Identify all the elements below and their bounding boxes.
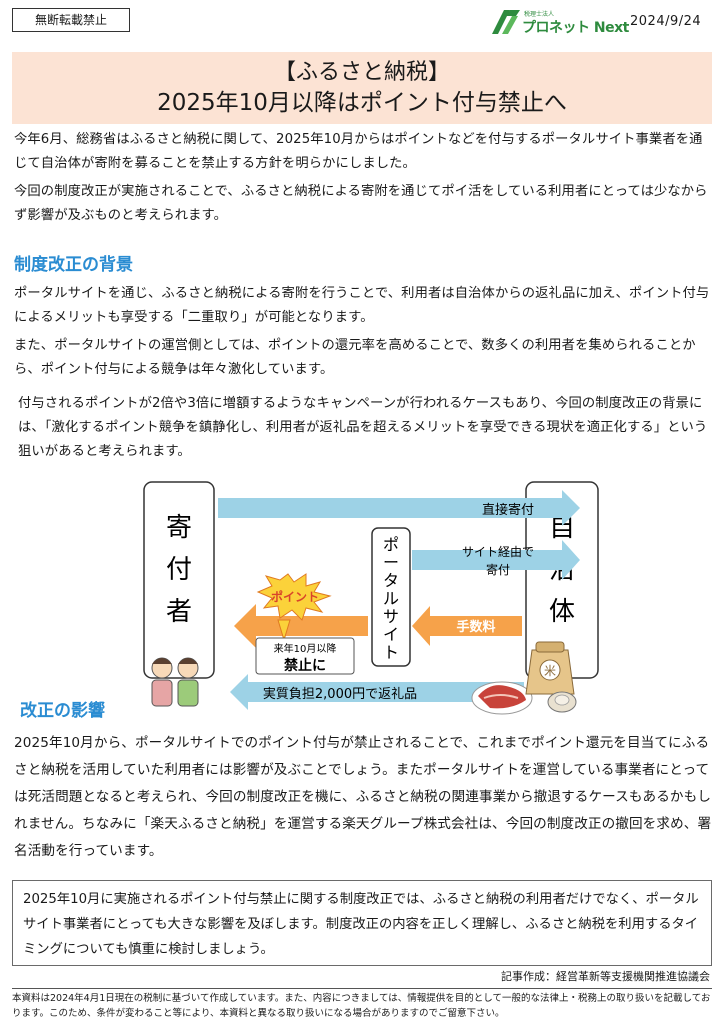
arrow-point (234, 604, 368, 648)
logo-mark-icon (492, 10, 520, 34)
portal-char: タ (383, 571, 399, 590)
no-reprint-stamp: 無断転載禁止 (12, 8, 130, 32)
title-line-2: 2025年10月以降はポイント付与禁止へ (157, 90, 567, 116)
portal-box (371, 527, 411, 667)
background-paragraph-3: 付与されるポイントが2倍や3倍に増額するようなキャンペーンが行われるケースもあり… (18, 396, 708, 459)
arrow-site-donation (412, 540, 580, 580)
ban-big-text: 禁止に (284, 657, 326, 674)
company-logo: 税理士法人 プロネット Next (490, 6, 630, 38)
donor-char: 付 (166, 555, 192, 585)
intro-paragraph-2: 今回の制度改正が実施されることで、ふるさと納税による寄附を通じてポイ活をしている… (14, 184, 708, 223)
intro-paragraph-1: 今年6月、総務省はふるさと納税に関して、2025年10月からはポイントなどを付与… (14, 132, 703, 171)
publish-date: 2024/9/24 (630, 14, 702, 29)
logo-text: プロネット Next (522, 20, 629, 36)
donor-box (143, 481, 215, 679)
meat-icon (471, 681, 533, 715)
portal-char: ポ (383, 535, 399, 554)
arrow-label-gift: 実質負担2,000円で返礼品 (263, 686, 417, 702)
arrow-label-fee: 手数料 (456, 619, 495, 635)
shellfish-icon (547, 691, 577, 713)
burst-tail (277, 619, 291, 642)
section-heading-impact: 改正の影響 (20, 701, 105, 721)
ban-small-text: 来年10月以降 (274, 642, 337, 655)
arrow-label-site-1: サイト経由で (462, 545, 534, 559)
donor-char: 者 (166, 597, 192, 627)
portal-char: ル (383, 589, 399, 608)
disclaimer-note: 本資料は2024年4月1日現在の税制に基づいて作成しています。また、内容につきま… (12, 988, 712, 1022)
arrow-gift (230, 674, 524, 710)
summary-box: 2025年10月に実施されるポイント付与禁止に関する制度改正では、ふるさと納税の… (12, 880, 712, 966)
furusato-flow-diagram: 寄 付 者 自 治 体 直接寄付 サイト経由で 寄付 手数料 ポ ー タ ル サ… (143, 481, 599, 715)
background-paragraph-2: また、ポータルサイトの運営側としては、ポイントの還元率を高めることで、数多くの利… (14, 338, 696, 377)
portal-char: イ (383, 625, 399, 644)
portal-char: サ (383, 607, 399, 626)
donor-char: 寄 (166, 513, 192, 543)
section-heading-background: 制度改正の背景 (14, 255, 133, 275)
rice-label: 米 (544, 664, 556, 678)
portal-char: ー (383, 553, 399, 572)
logo-subtitle: 税理士法人 (524, 11, 555, 18)
arrow-label-direct: 直接寄付 (482, 502, 534, 518)
portal-char: ト (383, 643, 399, 662)
background-paragraph-1: ポータルサイトを通じ、ふるさと納税による寄附を行うことで、利用者は自治体からの返… (14, 286, 710, 325)
article-credit: 記事作成：経営革新等支援機関推進協議会 (501, 970, 710, 983)
impact-paragraph: 2025年10月から、ポータルサイトでのポイント付与が禁止されることで、これまで… (14, 735, 712, 859)
arrow-fee (412, 606, 522, 646)
rice-bag-icon: 米 (525, 641, 575, 695)
people-icon (151, 657, 199, 707)
arrow-direct-donation (218, 490, 580, 526)
title-line-1: 【ふるさと納税】 (273, 60, 450, 85)
burst-label: ポイント (271, 589, 319, 604)
arrow-label-site-2: 寄付 (486, 562, 510, 577)
municipality-char: 体 (549, 597, 575, 627)
title-banner: 【ふるさと納税】 2025年10月以降はポイント付与禁止へ (12, 52, 712, 124)
point-burst-icon (256, 573, 332, 621)
ban-callout (255, 637, 355, 675)
